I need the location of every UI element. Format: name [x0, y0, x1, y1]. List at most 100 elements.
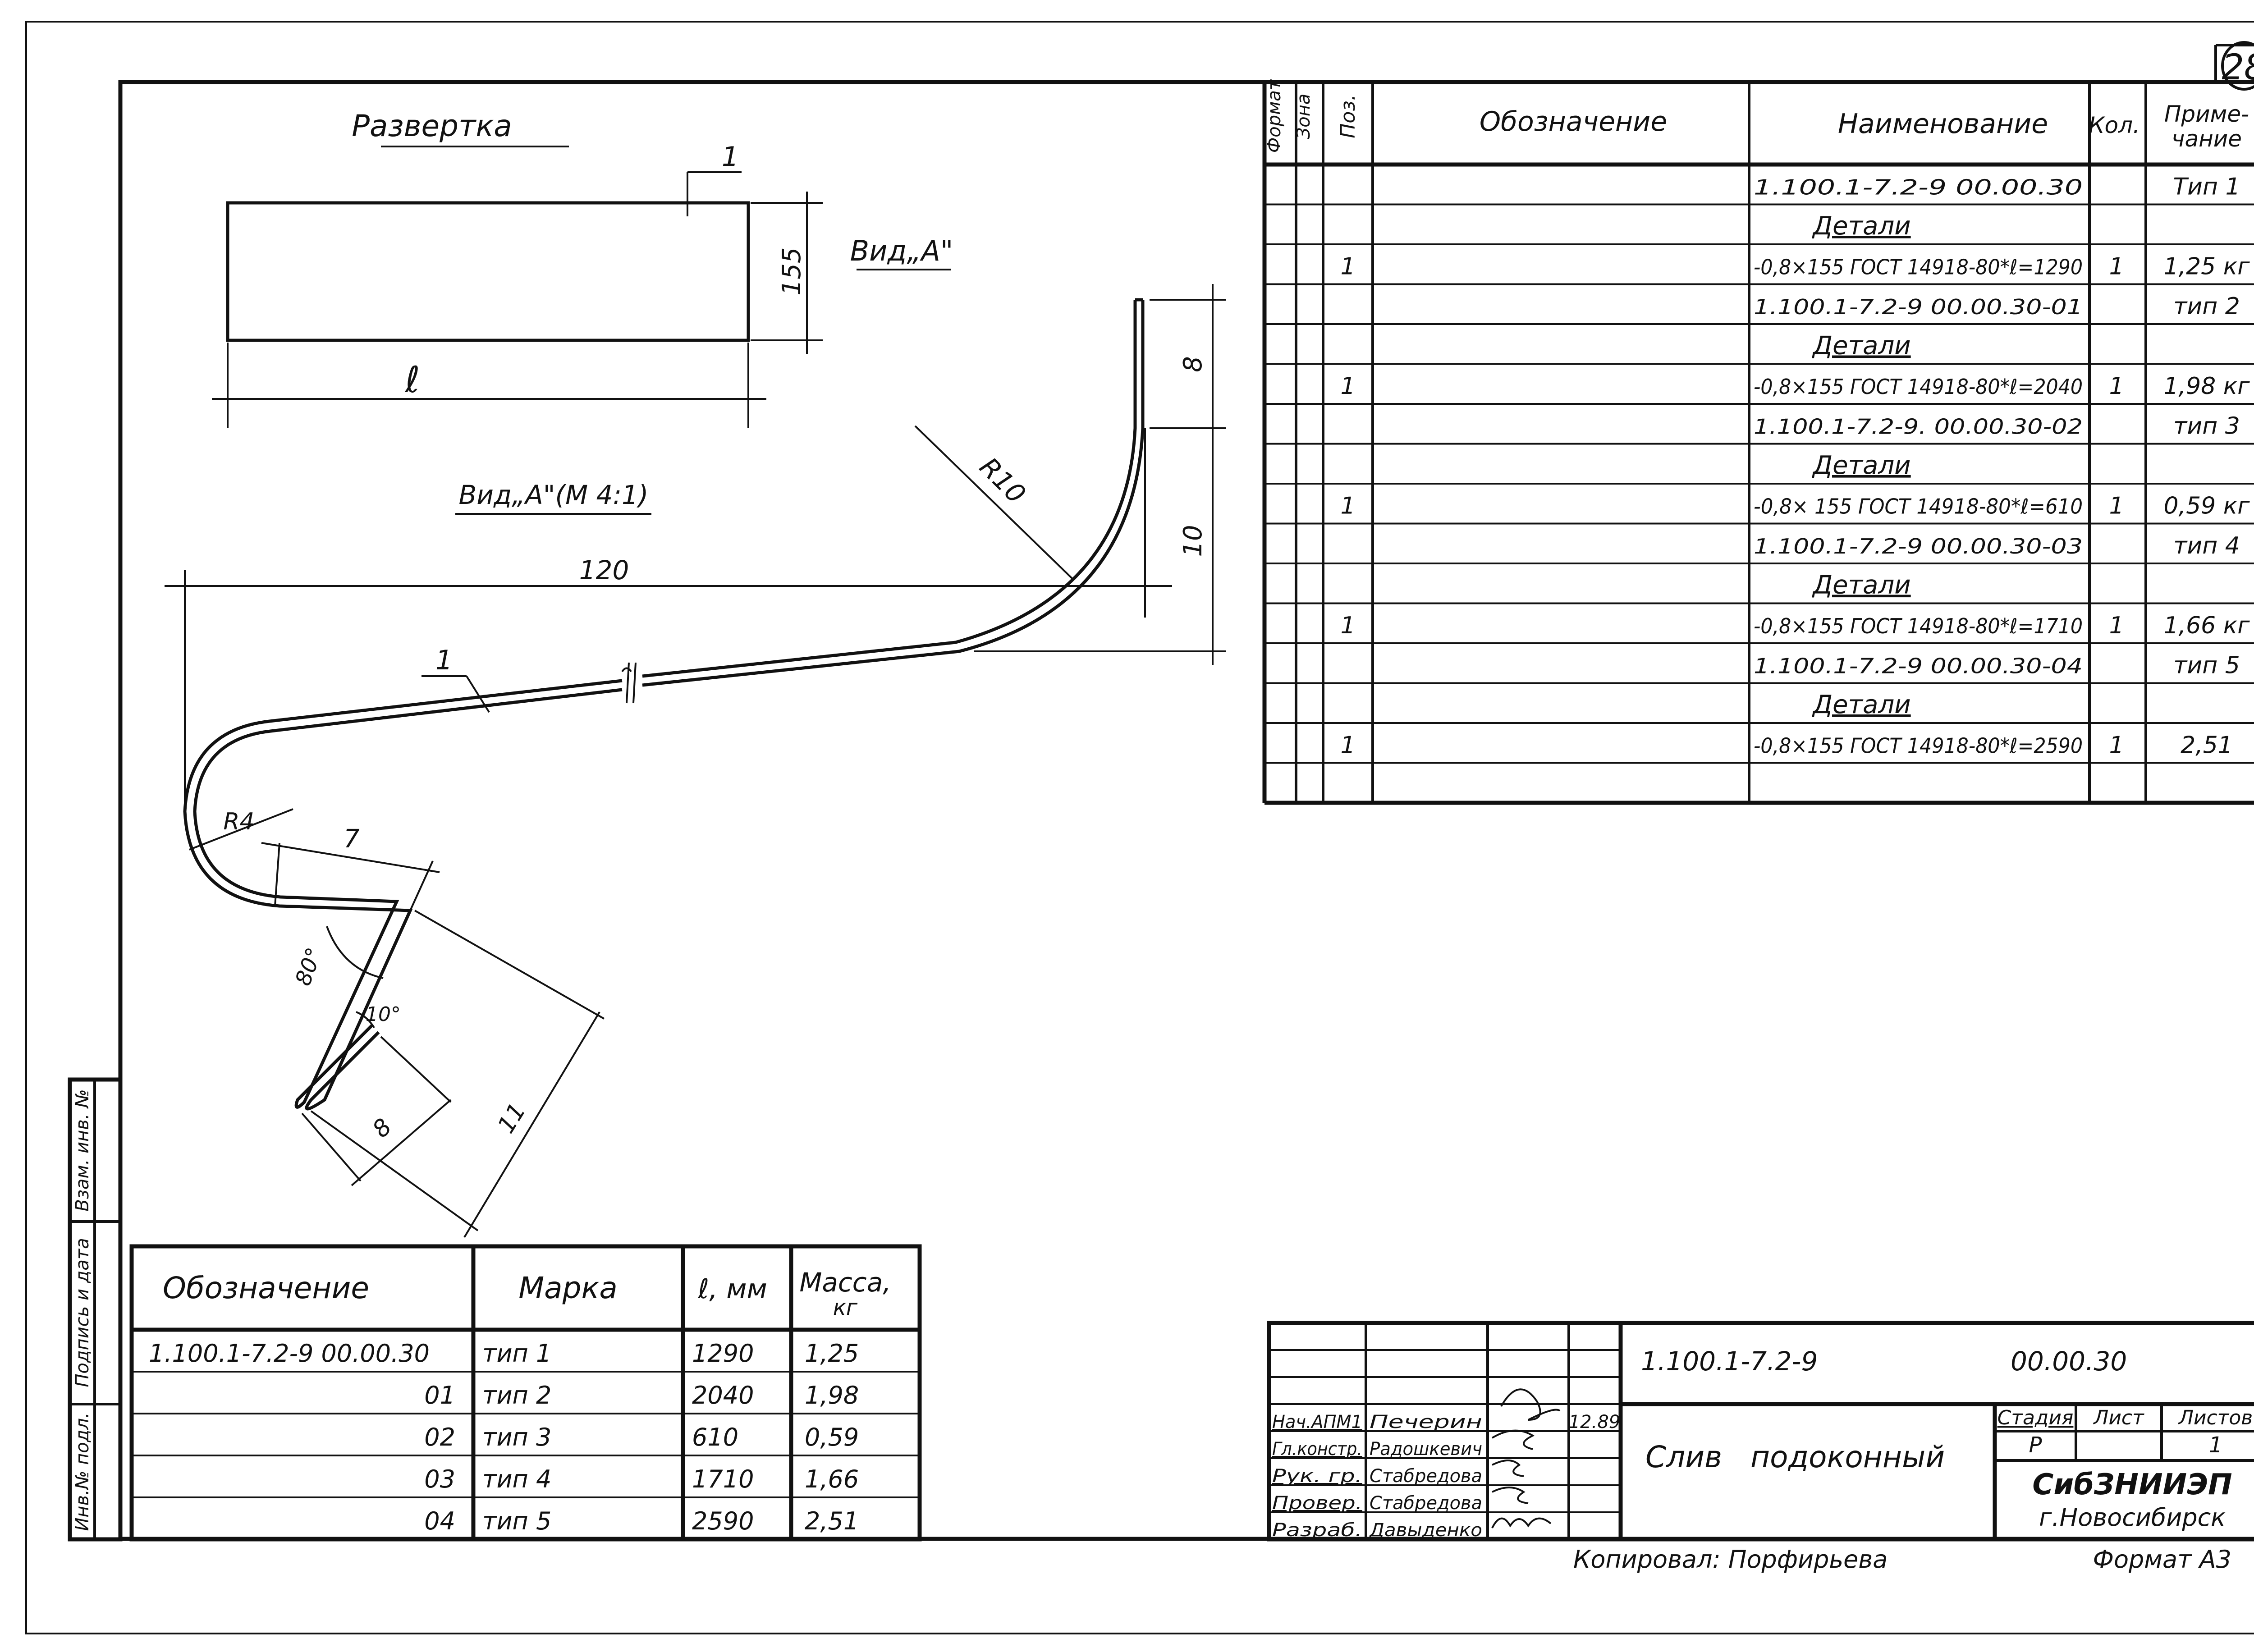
drip-profile-outer	[183, 300, 1137, 1111]
staff-role: Гл.констр.	[1272, 1439, 1362, 1460]
spec-pos: 1	[1340, 493, 1355, 520]
mass-header-length: ℓ, мм	[697, 1273, 767, 1305]
staff-role: Разраб.	[1272, 1520, 1362, 1541]
tb-title: Слив подоконный	[1645, 1440, 1945, 1474]
mass-mark: тип 1	[482, 1339, 551, 1368]
spec-row: 1.100.1-7.2-9 00.00.30-04 тип 5	[1754, 652, 2240, 679]
mass-mark: тип 3	[482, 1423, 551, 1451]
staff-name: Радошкевич	[1370, 1439, 1482, 1460]
spec-note: 2,51	[2181, 732, 2233, 759]
spec-qty: 1	[2109, 493, 2124, 520]
mass-table: Обозначение Марка ℓ, мм Масса,кг 1.100.1…	[129, 1244, 922, 1542]
staff-role: Провер.	[1272, 1493, 1362, 1514]
tb-city: г.Новосибирск	[2039, 1503, 2226, 1532]
header-qty: Кол.	[2089, 112, 2140, 138]
spec-row: Детали	[1811, 571, 1910, 600]
spec-name: 1.100.1-7.2-9 00.00.30-01	[1754, 295, 2083, 319]
mass-length: 610	[692, 1423, 738, 1451]
spec-name: -0,8×155 ГОСТ 14918-80*ℓ=2590	[1754, 734, 2083, 758]
sheet-number-box: 28	[2214, 41, 2254, 91]
mass-length: 1710	[692, 1465, 754, 1493]
spec-note: 1,98 кг	[2163, 373, 2250, 400]
spec-pos: 1	[1340, 373, 1355, 400]
spec-name: -0,8× 155 ГОСТ 14918-80*ℓ=610	[1754, 494, 2083, 519]
spec-row: 1 -0,8×155 ГОСТ 14918-80*ℓ=1290 1 1,25 кг	[1340, 253, 2250, 280]
header-format: Формат	[1264, 79, 1285, 153]
spec-name: -0,8×155 ГОСТ 14918-80*ℓ=1290	[1754, 255, 2083, 279]
spec-note: 1,66 кг	[2163, 612, 2250, 639]
mass-value: 1,66	[805, 1465, 859, 1493]
spec-row: 1.100.1-7.2-9 00.00.30-01 тип 2	[1754, 293, 2240, 320]
mass-value: 0,59	[805, 1423, 859, 1451]
spec-note: 1,25 кг	[2163, 253, 2250, 280]
radius-large: R10	[974, 451, 1032, 509]
dim-overall-120: 120	[579, 555, 629, 586]
stamp-sign: Подпись и дата	[72, 1238, 93, 1387]
header-name: Наименование	[1838, 108, 2048, 140]
view-a-label: Вид„А"	[850, 234, 953, 267]
spec-table: Формат Зона Поз. Обозначение Наименовани…	[1262, 79, 2254, 805]
tb-code: 00.00.30	[2011, 1346, 2127, 1377]
tb-sheets: 1	[2209, 1432, 2223, 1458]
stamp-replace: Взам. инв. №	[72, 1089, 93, 1212]
spec-name: 1.100.1-7.2-9. 00.00.30-02	[1754, 415, 2083, 439]
spec-pos: 1	[1340, 732, 1355, 759]
mass-header-mark: Марка	[518, 1271, 618, 1305]
unfolded-strip	[226, 201, 750, 342]
staff-role: Нач.АПМ1	[1272, 1412, 1362, 1432]
spec-row: Детали	[1811, 451, 1910, 480]
staff-row: Гл.констр. Радошкевич	[1272, 1439, 1482, 1460]
spec-name: 1.100.1-7.2-9 00.00.30-04	[1754, 654, 2083, 678]
mass-designation: 03	[424, 1465, 455, 1493]
mass-value: 1,25	[805, 1339, 859, 1368]
tb-stage: Р	[2029, 1432, 2042, 1458]
spec-section-heading: Детали	[1811, 690, 1910, 719]
spec-name: 1.100.1-7.2-9 00.00.30	[1754, 175, 2083, 200]
spec-qty: 1	[2109, 373, 2124, 400]
spec-pos: 1	[1340, 612, 1355, 639]
spec-pos: 1	[1340, 253, 1355, 280]
drip-profile-inner	[193, 300, 1145, 1109]
spec-note: тип 2	[2173, 293, 2240, 320]
tb-sheet-label: Лист	[2093, 1406, 2144, 1429]
spec-qty: 1	[2109, 253, 2124, 280]
staff-row: Разраб.Давыденко	[1272, 1520, 1482, 1541]
unfolded-view: Развертка 1 155 ℓ Вид„А"	[212, 109, 953, 428]
spec-qty: 1	[2109, 612, 2124, 639]
mass-mark: тип 2	[482, 1381, 551, 1409]
staff-row: Рук. гр.Стабредова	[1272, 1466, 1482, 1487]
spec-note: тип 5	[2173, 652, 2240, 679]
mass-length: 2040	[692, 1381, 754, 1409]
spec-note: Тип 1	[2173, 174, 2240, 201]
header-pos: Поз.	[1337, 94, 1360, 138]
sheet-number: 28	[2222, 47, 2254, 88]
dim-length-l: ℓ	[404, 359, 420, 401]
section-position-label: 1	[435, 645, 453, 676]
spec-row: 1.100.1-7.2-9 00.00.30 Тип 1	[1754, 174, 2240, 201]
spec-section-heading: Детали	[1811, 571, 1910, 600]
staff-name: Стабредова	[1370, 1493, 1482, 1514]
spec-name: -0,8×155 ГОСТ 14918-80*ℓ=2040	[1754, 375, 2083, 399]
unfolded-position-label: 1	[722, 141, 739, 173]
mass-length: 2590	[692, 1507, 754, 1535]
section-view: Вид„А"(М 4:1) 120 8 10 R10 1	[165, 284, 1226, 1238]
tb-stage-label: Стадия	[1997, 1406, 2074, 1429]
radius-small: R4	[223, 808, 254, 835]
angle-80: 80°	[290, 944, 327, 989]
spec-section-heading: Детали	[1811, 211, 1910, 241]
spec-name: 1.100.1-7.2-9 00.00.30-03	[1754, 534, 2083, 558]
view-a-scale-title: Вид„А"(М 4:1)	[458, 480, 648, 510]
footer-copied: Копировал: Порфирьева	[1573, 1545, 1887, 1574]
spec-note: 0,59 кг	[2163, 493, 2250, 520]
staff-role: Рук. гр.	[1272, 1466, 1362, 1487]
mass-mark: тип 5	[482, 1507, 551, 1535]
spec-row: Детали	[1811, 690, 1910, 719]
